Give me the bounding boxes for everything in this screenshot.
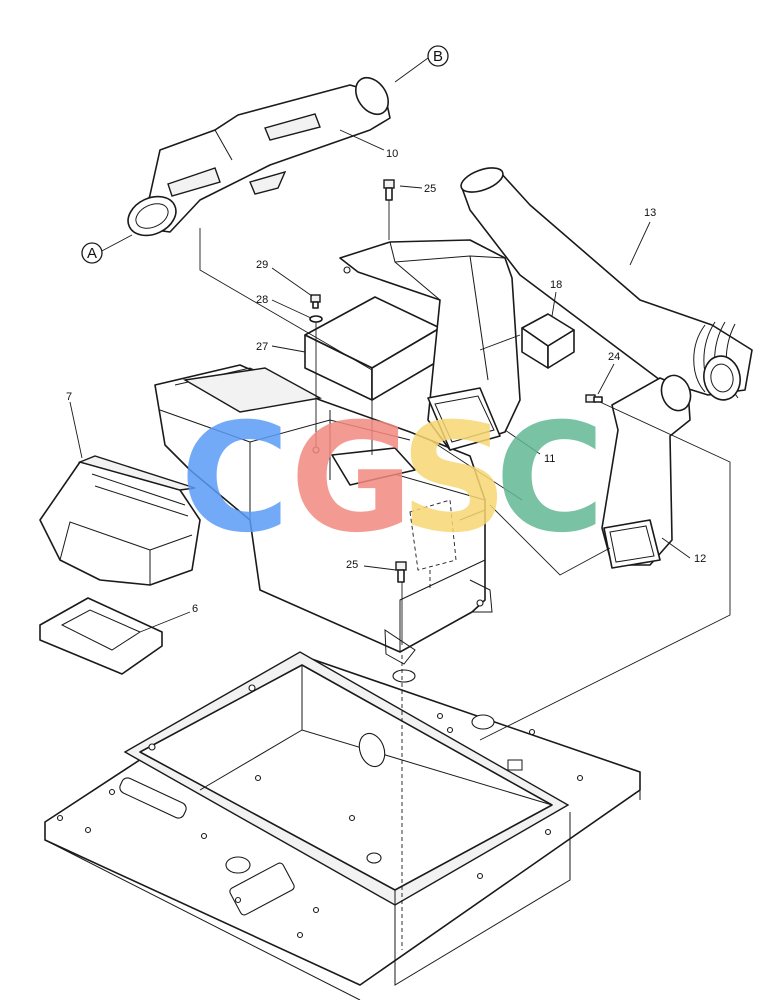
reference-a-label: A [87,245,97,262]
callout-13: 13 [644,207,656,219]
washer-28 [309,315,323,323]
watermark-letter-2: G [290,392,413,566]
bolt-25-bottom [395,561,407,583]
part-6-gasket [39,597,163,675]
callout-6: 6 [192,603,198,615]
callout-18: 18 [550,279,562,291]
callout-28: 28 [256,294,268,306]
part-7-filter-housing [39,455,201,586]
callout-29: 29 [256,259,268,271]
reference-a: A [81,242,103,264]
callout-24: 24 [608,351,620,363]
callout-numbers: 10 25 13 18 24 29 28 27 7 11 12 25 6 [66,148,706,615]
part-12-side-duct [601,374,692,569]
watermark-letter-1: C [180,392,290,566]
callout-27: 27 [256,341,268,353]
callout-25-top: 25 [424,183,436,195]
bolt-29 [310,294,321,309]
assembly-lines [199,200,731,950]
callout-10: 10 [386,148,398,160]
watermark-letter-4: C [495,392,605,566]
watermark-letter-3: S [400,392,508,566]
reference-b: B [427,45,449,67]
bolt-25-top [383,179,395,201]
part-27-filter [304,296,441,401]
part-18-block [521,313,575,369]
callout-25-bottom: 25 [346,559,358,571]
callout-11: 11 [544,453,555,465]
bolt-24 [585,394,603,403]
callout-12: 12 [694,553,706,565]
reference-b-label: B [433,48,443,65]
watermark-logo: C G S C [180,392,605,566]
part-11-lower-duct [339,239,521,451]
floor-plate [44,651,641,1000]
part-10-upper-duct [127,76,391,237]
callout-leaders [69,57,691,633]
part-13-flex-hose [460,167,753,401]
callout-7: 7 [66,391,72,403]
